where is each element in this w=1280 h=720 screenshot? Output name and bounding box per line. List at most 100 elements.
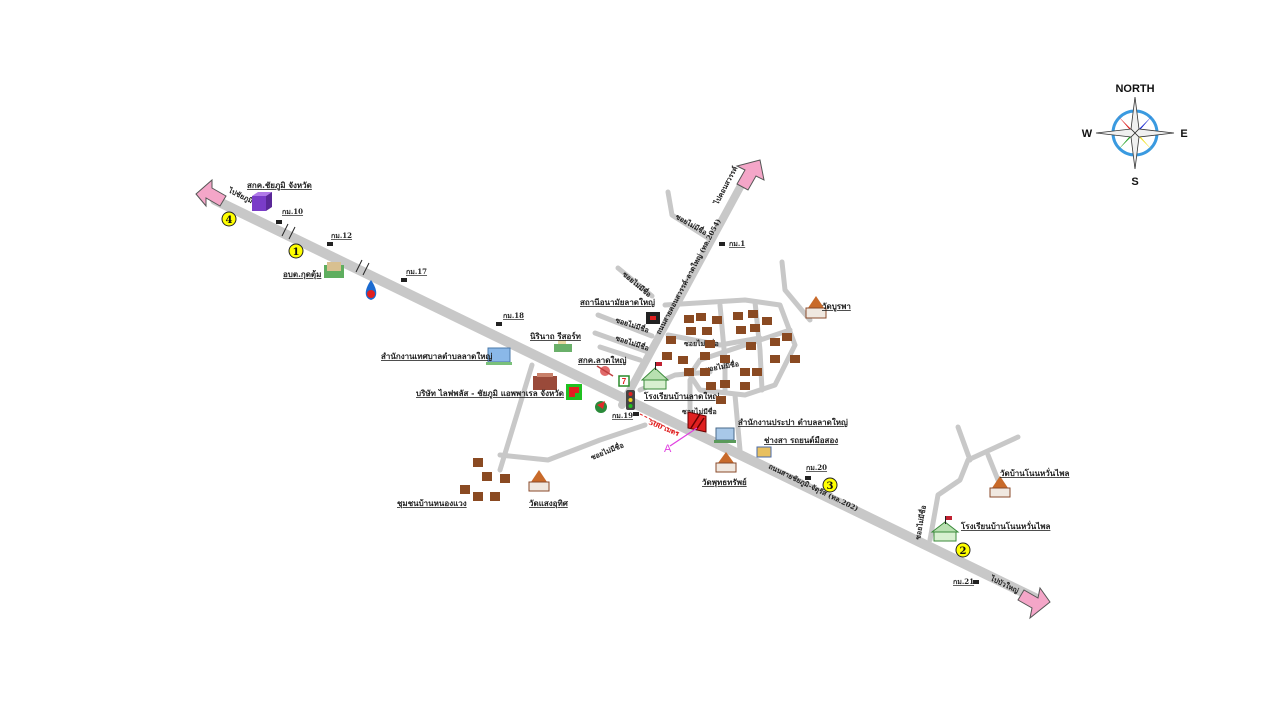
building-icon-customs xyxy=(252,192,272,211)
km-post-1: กม.1 xyxy=(719,239,745,248)
school-icon-ladyai xyxy=(640,362,670,390)
label-resort: นิรินาถ รีสอร์ท xyxy=(530,331,581,341)
svg-text:กม.20: กม.20 xyxy=(806,463,827,472)
house-icon xyxy=(733,312,743,320)
factory-icon xyxy=(533,373,557,390)
km-post-18: กม.18 xyxy=(496,311,524,326)
compass-rose: NORTH S W E xyxy=(1082,83,1188,188)
site-marker-label: A xyxy=(664,443,672,455)
house-icon xyxy=(752,368,762,376)
svg-text:กม.1: กม.1 xyxy=(729,239,745,248)
house-icon xyxy=(460,485,470,494)
house-icon xyxy=(700,352,710,360)
temple-icon-burapha xyxy=(805,296,827,319)
soi-west-2 xyxy=(592,330,651,355)
km-post-10: กม.10 xyxy=(276,207,303,224)
project-site-icon xyxy=(687,411,707,433)
svg-text:กม.17: กม.17 xyxy=(406,267,427,276)
waterworks-icon xyxy=(714,427,736,443)
svg-text:กม.18: กม.18 xyxy=(503,311,524,320)
arrow-to-khon-sawan xyxy=(735,159,765,191)
north-highway xyxy=(618,174,749,409)
garage-icon xyxy=(756,446,772,458)
house-icon xyxy=(500,474,510,483)
svg-text:1: 1 xyxy=(293,247,300,258)
svg-text:กม.10: กม.10 xyxy=(282,207,303,216)
house-icon xyxy=(482,472,492,481)
label-municipality: สำนักงานเทศบาลตำบลลาดใหญ่ xyxy=(381,351,493,362)
house-icon xyxy=(696,313,706,321)
house-icon xyxy=(473,458,483,467)
soi-label: ซอยไม่มีชื่อ xyxy=(684,338,719,348)
svg-text:2: 2 xyxy=(960,546,967,557)
village-ring xyxy=(662,297,798,398)
soi-label: ซอยไม่มีชื่อ xyxy=(621,269,654,299)
label-customs: สกค.ชัยภูมิ จังหวัด xyxy=(247,180,312,191)
house-icon xyxy=(716,396,726,404)
svg-text:3: 3 xyxy=(827,481,834,492)
compass-west-label: W xyxy=(1082,128,1093,140)
compass-east-label: E xyxy=(1180,128,1187,140)
school-icon-nonwanphai xyxy=(930,516,960,542)
marker-2: 2 xyxy=(955,542,971,558)
house-icon xyxy=(684,315,694,323)
house-icon xyxy=(712,316,722,324)
village-houses xyxy=(662,310,800,404)
road-network xyxy=(210,174,1040,603)
temple-icon-phutthasap xyxy=(715,452,737,473)
house-icon xyxy=(473,492,483,501)
soi-label: ซอยไม่มีชื่อ xyxy=(674,211,709,237)
compass-north-label: NORTH xyxy=(1115,83,1154,95)
label-health-station: สถานีอนามัยลาดใหญ่ xyxy=(580,297,655,308)
soi-label: ซอยไม่มีชื่อ xyxy=(912,504,928,540)
km-post-19: กม.19 xyxy=(612,411,639,420)
label-village-nongwaeng: ชุมชนบ้านหนองแวง xyxy=(397,498,467,509)
distance-line xyxy=(639,413,681,435)
house-icon xyxy=(736,326,746,334)
site-pointer-line xyxy=(669,427,698,447)
house-icon xyxy=(666,336,676,344)
marker-4: 4 xyxy=(221,211,237,227)
label-company: บริษัท ไลฟพลัส - ชัยภูมิ แอพพาเรล จังหวั… xyxy=(416,388,564,399)
house-icon xyxy=(686,327,696,335)
municipality-building-icon xyxy=(486,347,512,365)
hospital-icon xyxy=(595,401,607,413)
label-tambon-office: อบต.กุดตุ้ม xyxy=(283,269,321,280)
temple-icon-nonwanphai xyxy=(989,476,1011,498)
convenience-store-icon: 7 xyxy=(618,375,630,387)
svg-text:4: 4 xyxy=(226,215,233,226)
soi-label: ซอยไม่มีชื่อ xyxy=(614,314,650,334)
office-icon-tambon xyxy=(324,262,344,278)
house-icon xyxy=(782,333,792,341)
soi-municipality xyxy=(497,362,535,473)
soi-west-1 xyxy=(595,312,655,339)
health-station-icon xyxy=(646,312,660,324)
house-icon xyxy=(705,340,715,348)
soi-label: ซอยไม่มีชื่อ xyxy=(682,406,717,416)
house-icon xyxy=(790,355,800,363)
railway-crossing-icons xyxy=(281,223,370,276)
km-post-17: กม.17 xyxy=(401,267,427,282)
house-icon xyxy=(662,352,672,360)
soi-east-far xyxy=(927,434,1021,543)
svg-text:กม.19: กม.19 xyxy=(612,411,633,420)
house-icon xyxy=(490,492,500,501)
soi-north-1 xyxy=(665,189,711,241)
label-wat-nonwanphai: วัดบ้านโนนหวั่นไพล xyxy=(1000,467,1069,478)
market-icon xyxy=(566,384,582,400)
arrow-to-bua-yai xyxy=(1017,586,1051,620)
soi-east xyxy=(779,259,813,323)
label-wat-burapha: วัดบูรพา xyxy=(822,301,851,312)
house-icon xyxy=(746,342,756,350)
gas-station-icon xyxy=(365,280,377,300)
resort-icon xyxy=(554,340,572,352)
house-icon xyxy=(706,382,716,390)
village-inner xyxy=(665,332,763,348)
label-school-ladyai: โรงเรียนบ้านลาดใหญ่ xyxy=(643,391,719,402)
house-icon xyxy=(702,327,712,335)
soi-east-far-2 xyxy=(955,424,973,463)
svg-text:กม.12: กม.12 xyxy=(331,231,352,240)
house-icon xyxy=(684,368,694,376)
label-garage: ช่างสา รถยนต์มือสอง xyxy=(764,435,838,445)
